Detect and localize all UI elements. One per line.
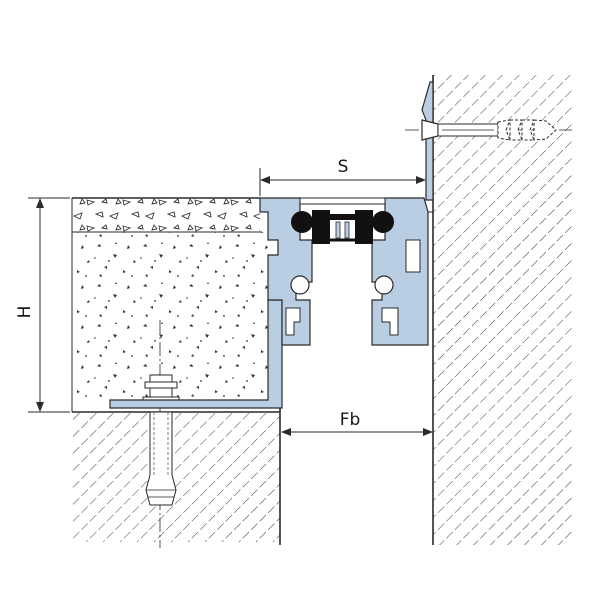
anchor-bolt	[142, 320, 180, 548]
concrete-screed	[71, 197, 268, 412]
dimension-fb-label: Fb	[340, 410, 361, 430]
wall-cover-plate	[421, 81, 434, 201]
right-wall	[432, 75, 573, 545]
left-substrate	[72, 385, 281, 545]
dimension-s-label: S	[338, 157, 349, 177]
right-profile	[371, 197, 433, 346]
dimension-h: H	[15, 197, 70, 413]
wall-dowel-screw	[405, 119, 572, 141]
dimension-fb: Fb	[281, 410, 433, 436]
dimension-h-label: H	[15, 306, 35, 319]
elastomer-seal	[291, 197, 394, 244]
dimension-s: S	[259, 157, 427, 196]
